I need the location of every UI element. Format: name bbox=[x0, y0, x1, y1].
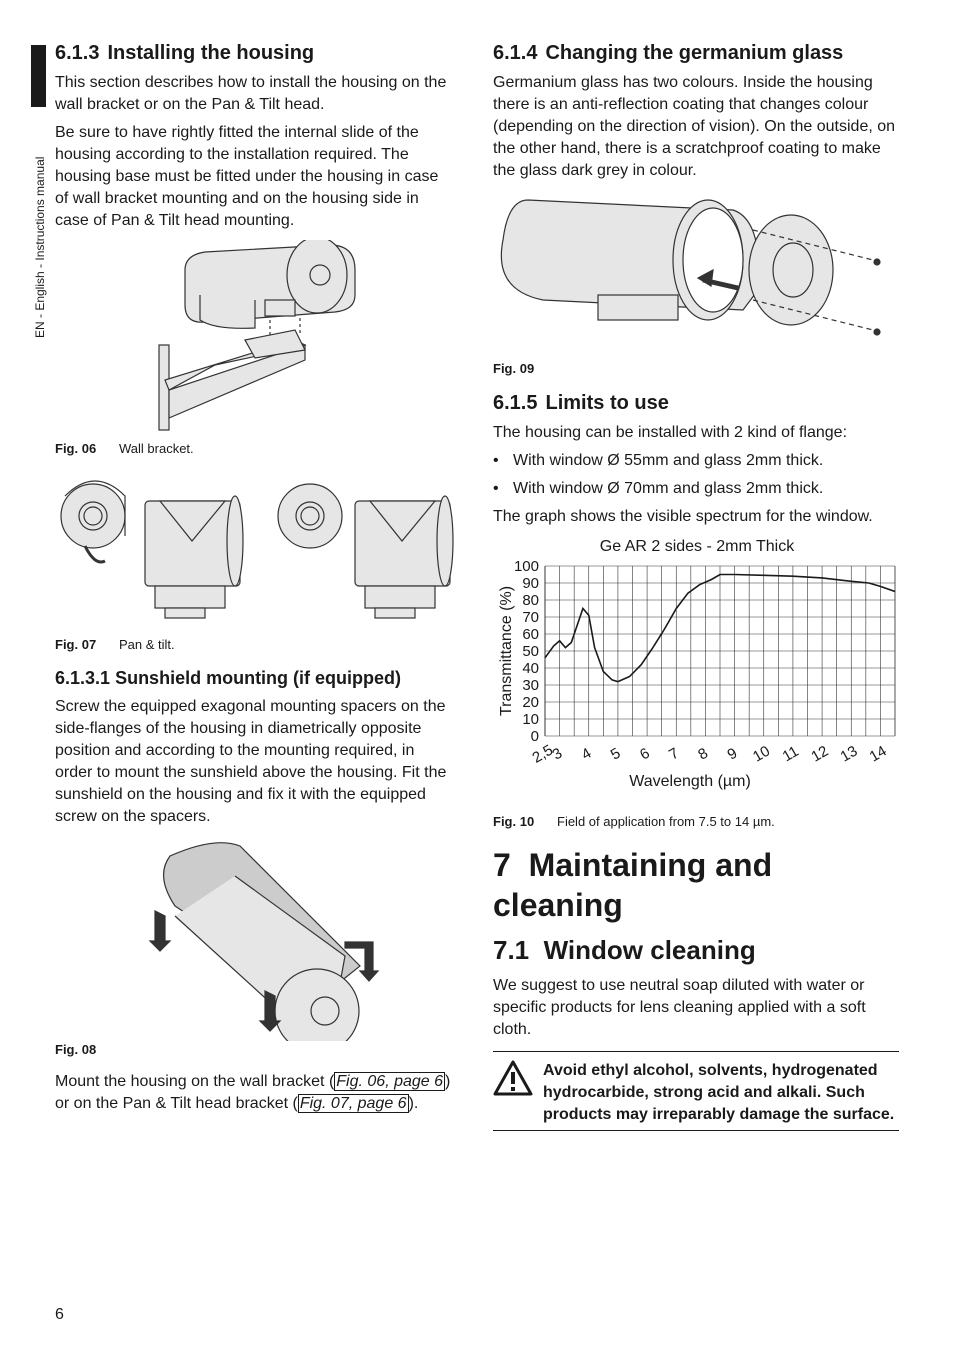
y-tick-label: 0 bbox=[531, 728, 539, 745]
pan-tilt-drawing bbox=[60, 480, 454, 619]
fig06-link[interactable]: Fig. 06, page 6 bbox=[334, 1072, 446, 1091]
right-column: 6.1.4 Changing the germanium glass German… bbox=[493, 40, 901, 1131]
paragraph: The housing can be installed with 2 kind… bbox=[493, 424, 848, 441]
wall-bracket-drawing bbox=[158, 236, 356, 431]
section-title: Changing the germanium glass bbox=[545, 42, 844, 64]
section-title: Sunshield mounting (if equipped) bbox=[115, 668, 402, 688]
figure-09-caption: Fig. 09 bbox=[493, 360, 901, 378]
y-tick-label: 100 bbox=[514, 558, 539, 575]
figure-label: Fig. 09 bbox=[493, 361, 535, 376]
page-number: 6 bbox=[55, 1306, 64, 1323]
y-tick-label: 50 bbox=[522, 643, 539, 660]
section-number: 6.1.4 bbox=[493, 42, 538, 64]
text-span: ) or on the Pan & Tilt head bracket ( bbox=[55, 1073, 451, 1112]
figure-label: Fig. 10 bbox=[493, 814, 535, 829]
x-axis-label: Wavelength (µm) bbox=[629, 773, 751, 790]
figure-07-caption: Fig. 07 Pan & tilt. bbox=[55, 636, 455, 654]
y-tick-label: 10 bbox=[522, 711, 539, 728]
x-tick-label: 10 bbox=[750, 743, 773, 766]
figure-08-sunshield bbox=[55, 836, 455, 1054]
section-6-1-3-1-heading: 6.1.3.1 Sunshield mounting (if equipped) bbox=[55, 666, 455, 690]
y-tick-label: 70 bbox=[522, 609, 539, 626]
germanium-glass-drawing bbox=[500, 199, 881, 336]
list-item: With window Ø 70mm and glass 2mm thick. bbox=[493, 478, 901, 500]
y-tick-label: 60 bbox=[522, 626, 539, 643]
section-number: 6.1.5 bbox=[493, 392, 538, 414]
warning-text: Avoid ethyl alcohol, solvents, hydrogena… bbox=[543, 1062, 895, 1123]
chapter-7-heading: 7 Maintaining and cleaning bbox=[493, 845, 901, 925]
section-title: Limits to use bbox=[545, 392, 669, 414]
paragraph: We suggest to use neutral soap diluted w… bbox=[493, 977, 866, 1038]
figure-label: Fig. 08 bbox=[55, 1042, 97, 1057]
left-column: 6.1.3 Installing the housing This section… bbox=[55, 40, 455, 1121]
figure-text: Wall bracket. bbox=[119, 441, 194, 456]
transmittance-series-line bbox=[544, 573, 896, 683]
paragraph: The graph shows the visible spectrum for… bbox=[493, 508, 873, 525]
section-number: 6.1.3 bbox=[55, 42, 100, 64]
y-tick-label: 30 bbox=[522, 677, 539, 694]
y-tick-label: 40 bbox=[522, 660, 539, 677]
text-span: ). bbox=[408, 1095, 419, 1112]
x-tick-label: 12 bbox=[808, 743, 831, 766]
side-marker-bar bbox=[31, 45, 46, 107]
y-tick-label: 20 bbox=[522, 694, 539, 711]
sunshield-drawing bbox=[148, 842, 380, 1054]
x-tick-label: 5 bbox=[608, 745, 624, 764]
x-tick-label: 7 bbox=[666, 745, 682, 764]
list-item: With window Ø 55mm and glass 2mm thick. bbox=[493, 450, 901, 472]
section-number: 7.1 bbox=[493, 935, 530, 965]
fig07-link[interactable]: Fig. 07, page 6 bbox=[297, 1094, 409, 1113]
section-6-1-5-heading: 6.1.5 Limits to use bbox=[493, 390, 901, 416]
figure-label: Fig. 07 bbox=[55, 637, 97, 652]
x-tick-label: 8 bbox=[695, 745, 711, 764]
x-tick-label: 13 bbox=[838, 743, 861, 766]
figure-06-wall-bracket bbox=[55, 236, 455, 440]
paragraph: Screw the equipped exagonal mounting spa… bbox=[55, 698, 447, 825]
section-6-1-4-heading: 6.1.4 Changing the germanium glass bbox=[493, 40, 901, 66]
section-6-1-3-heading: 6.1.3 Installing the housing bbox=[55, 40, 455, 66]
x-tick-label: 4 bbox=[579, 745, 595, 764]
chapter-number: 7 bbox=[493, 847, 511, 883]
x-tick-label: 9 bbox=[724, 745, 740, 764]
y-tick-label: 90 bbox=[522, 575, 539, 592]
flange-list: With window Ø 55mm and glass 2mm thick. … bbox=[493, 450, 901, 500]
chapter-title: Maintaining and cleaning bbox=[493, 847, 773, 923]
y-tick-label: 80 bbox=[522, 592, 539, 609]
text-span: Mount the housing on the wall bracket ( bbox=[55, 1073, 335, 1090]
x-tick-label: 14 bbox=[867, 743, 890, 766]
figure-label: Fig. 06 bbox=[55, 441, 97, 456]
y-axis-label: Transmittance (%) bbox=[498, 586, 515, 716]
x-tick-label: 6 bbox=[637, 745, 653, 764]
x-tick-label: 3 bbox=[549, 745, 565, 764]
warning-icon bbox=[493, 1060, 543, 1126]
figure-text: Pan & tilt. bbox=[119, 637, 175, 652]
figure-09-germanium-glass bbox=[493, 190, 901, 360]
section-title: Window cleaning bbox=[543, 935, 756, 965]
section-title: Installing the housing bbox=[107, 42, 315, 64]
side-label: EN - English - Instructions manual bbox=[33, 156, 47, 338]
paragraph: This section describes how to install th… bbox=[55, 74, 447, 113]
chart-title: Ge AR 2 sides - 2mm Thick bbox=[599, 538, 795, 555]
section-7-1-heading: 7.1 Window cleaning bbox=[493, 933, 901, 967]
paragraph: Be sure to have rightly fitted the inter… bbox=[55, 124, 439, 229]
figure-06-caption: Fig. 06 Wall bracket. bbox=[55, 440, 455, 458]
section-number: 6.1.3.1 bbox=[55, 668, 111, 688]
mount-paragraph: Mount the housing on the wall bracket (F… bbox=[55, 1071, 455, 1115]
figure-08-caption: Fig. 08 bbox=[55, 1041, 455, 1059]
figure-07-pan-tilt bbox=[55, 466, 455, 636]
warning-box: Avoid ethyl alcohol, solvents, hydrogena… bbox=[493, 1051, 899, 1131]
x-tick-label: 11 bbox=[780, 743, 802, 766]
paragraph: Germanium glass has two colours. Inside … bbox=[493, 74, 896, 179]
figure-10-caption: Fig. 10 Field of application from 7.5 to … bbox=[493, 813, 901, 831]
figure-text: Field of application from 7.5 to 14 µm. bbox=[557, 814, 775, 829]
